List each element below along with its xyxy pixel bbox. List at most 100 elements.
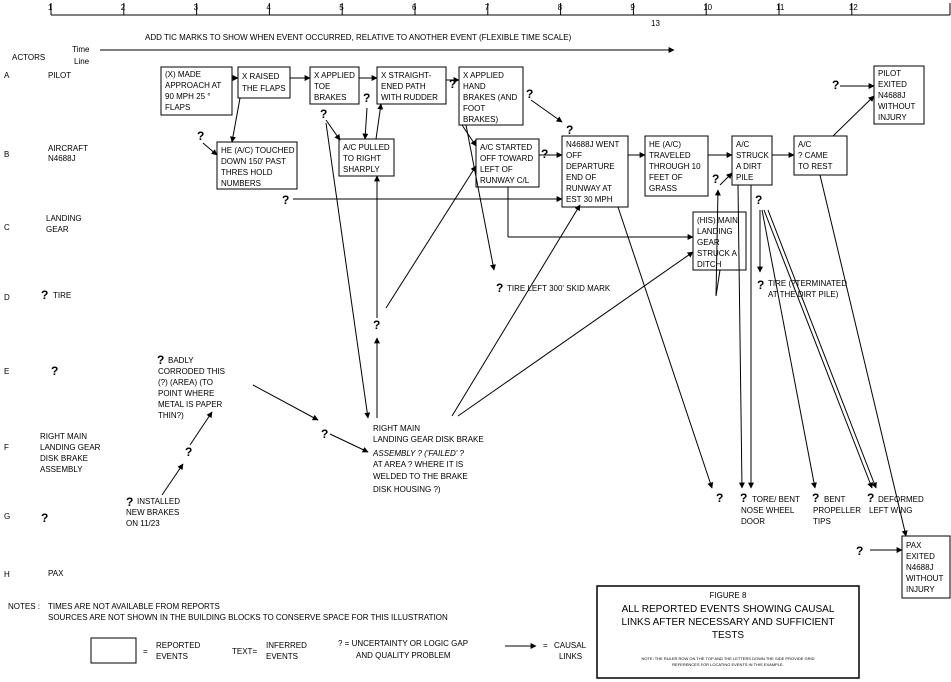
actors-header: ACTORS (12, 53, 45, 62)
svg-text:90 MPH 25 °: 90 MPH 25 ° (165, 92, 210, 101)
svg-text:LEFT OF: LEFT OF (480, 165, 513, 174)
svg-text:GRASS: GRASS (649, 184, 677, 193)
figure-note-1: NOTE: THE RULER ROW ON THE TOP AND THE L… (641, 656, 814, 661)
event-struck-dirt-pile: A/C STRUCK A DIRT PILE (731, 135, 773, 186)
inferred-tire-terminated: ? TIRE (?TERMINATED AT THE DIRT PILE) (757, 278, 847, 299)
row-letter-f: F (4, 443, 9, 452)
svg-text:?: ? (541, 147, 548, 161)
svg-text:BENT: BENT (824, 495, 845, 504)
figure-note-2: REFERENCES FOR LOCATING EVENTS IN THIS E… (672, 662, 784, 667)
svg-text:?: ? (282, 193, 289, 207)
svg-text:TOE: TOE (314, 82, 330, 91)
causal-links (161, 75, 908, 553)
svg-text:STRUCK A: STRUCK A (697, 249, 738, 258)
ruler-tick-label: 12 (849, 3, 858, 12)
svg-text:PAX: PAX (906, 541, 922, 550)
legend-inferred-1: INFERRED (266, 641, 307, 650)
svg-text:?: ? (740, 491, 747, 505)
svg-text:?: ? (832, 78, 839, 92)
svg-text:DOOR: DOOR (741, 517, 765, 526)
svg-text:X APPLIED: X APPLIED (463, 71, 504, 80)
svg-text:BRAKES (AND: BRAKES (AND (463, 93, 517, 102)
ruler-tick-label: 8 (558, 3, 563, 12)
svg-text:HE (A/C): HE (A/C) (649, 140, 681, 149)
svg-text:?: ? (320, 107, 327, 121)
svg-text:HE (A/C) TOUCHED: HE (A/C) TOUCHED (221, 146, 295, 155)
actor-landing-gear: LANDING (46, 214, 82, 223)
actor-g-question: ? (41, 511, 48, 525)
ruler-tick-label: 6 (412, 3, 417, 12)
svg-text:ON 11/23: ON 11/23 (126, 519, 160, 528)
svg-text:WELDED TO THE BRAKE: WELDED TO THE BRAKE (373, 472, 468, 481)
svg-text:X RAISED: X RAISED (242, 72, 280, 81)
svg-text:TIPS: TIPS (813, 517, 831, 526)
svg-text:?: ? (755, 193, 762, 207)
inferred-badly-corroded: ? BADLY CORRODED THIS (?) (AREA) (TO POI… (157, 353, 225, 420)
legend-uncertainty-2: AND QUALITY PROBLEM (356, 651, 451, 660)
event-touched-down: HE (A/C) TOUCHED DOWN 150' PAST THRES HO… (216, 141, 298, 190)
legend: = REPORTED EVENTS TEXT= INFERRED EVENTS … (90, 637, 587, 664)
svg-text:X APPLIED: X APPLIED (314, 71, 355, 80)
svg-text:THIN?): THIN?) (158, 411, 184, 420)
inferred-brake-failed: RIGHT MAIN LANDING GEAR DISK BRAKE ASSEM… (372, 424, 484, 494)
actor-rows: A PILOT B AIRCRAFT N4688J C LANDING GEAR… (4, 71, 101, 579)
svg-text:DOWN 150' PAST: DOWN 150' PAST (221, 157, 286, 166)
event-pilot-exited: PILOT EXITED N4688J WITHOUT INJURY (873, 65, 925, 125)
ruler-tick-label: 4 (266, 3, 271, 12)
svg-text:RUNWAY C/L: RUNWAY C/L (480, 176, 530, 185)
uncertainty-marks: ? ? ? ? ? ? ? ? ? ? ? ? ? ? ? ? (185, 77, 863, 558)
svg-text:DEFORMED: DEFORMED (878, 495, 924, 504)
svg-text:RIGHT MAIN: RIGHT MAIN (373, 424, 420, 433)
row-letter-b: B (4, 150, 9, 159)
svg-text:ASSEMBLY ? ('FAILED' ?: ASSEMBLY ? ('FAILED' ? (372, 449, 465, 458)
svg-text:A/C: A/C (798, 140, 812, 149)
event-pulled-right: A/C PULLED TO RIGHT SHARPLY (338, 138, 395, 177)
tick-13-label: 13 (651, 19, 660, 28)
svg-text:END OF: END OF (566, 173, 596, 182)
legend-causal-2: LINKS (559, 652, 582, 661)
legend-causal-equals: = (543, 641, 548, 650)
svg-text:RUNWAY AT: RUNWAY AT (566, 184, 612, 193)
actor-tire-question: ? (41, 288, 48, 302)
svg-text:TORE/ BENT: TORE/ BENT (752, 495, 800, 504)
svg-text:X STRAIGHT-: X STRAIGHT- (381, 71, 432, 80)
svg-text:EST 30 MPH: EST 30 MPH (566, 195, 613, 204)
svg-text:?: ? (363, 91, 370, 105)
legend-equals: = (143, 647, 148, 656)
actor-pax: PAX (48, 569, 64, 578)
svg-text:A/C PULLED: A/C PULLED (343, 143, 390, 152)
inferred-skid-mark: ? TIRE LEFT 300' SKID MARK (496, 281, 611, 295)
svg-text:N4688J: N4688J (906, 563, 934, 572)
svg-text:A/C: A/C (736, 140, 750, 149)
svg-text:PILOT: PILOT (878, 69, 901, 78)
svg-text:INSTALLED: INSTALLED (137, 497, 180, 506)
legend-reported-1: REPORTED (156, 641, 201, 650)
legend-reported-2: EVENTS (156, 652, 188, 661)
svg-text:(?) (AREA) (TO: (?) (AREA) (TO (158, 378, 213, 387)
timeline-header-2: Line (74, 57, 90, 66)
svg-text:?: ? (716, 491, 723, 505)
event-came-to-rest: A/C ? CAME TO REST (793, 135, 848, 176)
svg-text:?: ? (321, 427, 328, 441)
figure-caption-2: LINKS AFTER NECESSARY AND SUFFICIENT (621, 617, 834, 628)
legend-uncertainty-1: ? = UNCERTAINTY OR LOGIC GAP (338, 639, 468, 648)
svg-text:(X) MADE: (X) MADE (165, 70, 201, 79)
svg-text:METAL IS PAPER: METAL IS PAPER (158, 400, 223, 409)
svg-text:BRAKES): BRAKES) (463, 115, 498, 124)
ruler-tick-label: 7 (485, 3, 490, 12)
svg-text:FLAPS: FLAPS (165, 103, 190, 112)
figure-caption: FIGURE 8 ALL REPORTED EVENTS SHOWING CAU… (596, 585, 860, 679)
svg-text:HAND: HAND (463, 82, 486, 91)
svg-text:?: ? (126, 495, 133, 509)
svg-text:?: ? (526, 87, 533, 101)
svg-text:?: ? (867, 491, 874, 505)
actor-landing-gear-2: GEAR (46, 225, 69, 234)
svg-text:A/C STARTED: A/C STARTED (480, 143, 532, 152)
event-made-approach: (X) MADE APPROACH AT 90 MPH 25 ° FLAPS (160, 66, 233, 116)
figure-caption-3: TESTS (712, 630, 745, 641)
svg-text:TO RIGHT: TO RIGHT (343, 154, 381, 163)
svg-text:TO REST: TO REST (798, 162, 833, 171)
svg-text:INJURY: INJURY (878, 113, 907, 122)
actor-pilot: PILOT (48, 71, 71, 80)
